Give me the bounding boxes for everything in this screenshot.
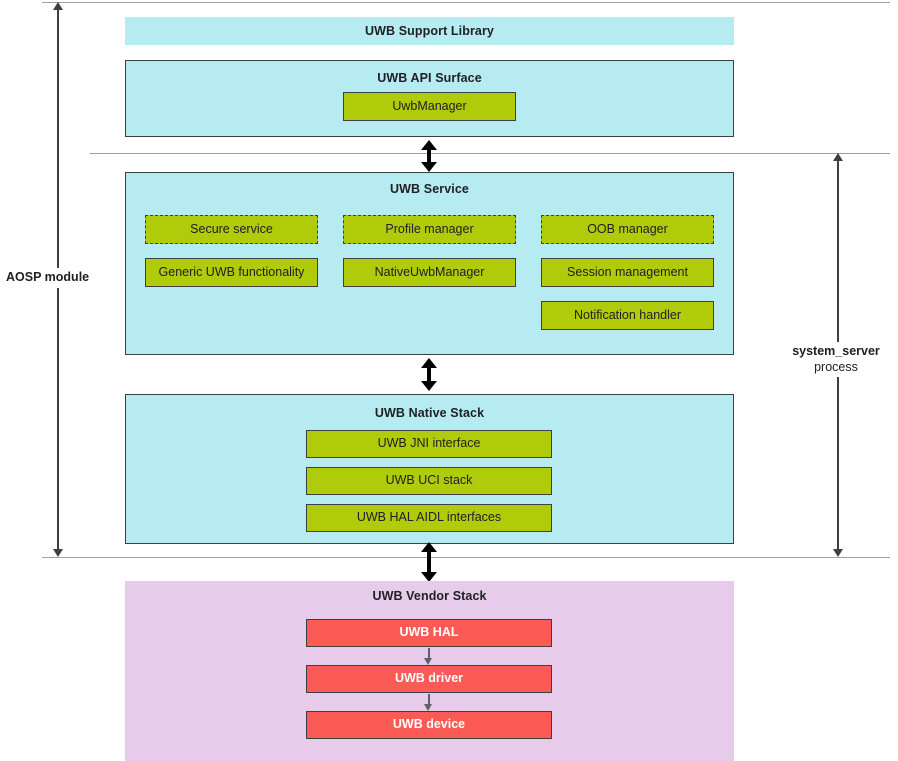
node-uwb-device-label: UWB device [392,717,466,732]
arrow-hal-to-driver [424,648,433,665]
connector-api-to-service-stem [427,149,431,163]
node-notification-handler[interactable]: Notification handler [541,301,714,330]
connector-service-to-native-arrow-down-icon [421,381,437,391]
system-server-bracket-arrow-up-icon [833,153,843,161]
system-server-label-line2: process [814,359,858,374]
node-oob-manager[interactable]: OOB manager [541,215,714,244]
aosp-module-label-text: AOSP module [6,270,90,284]
node-uwb-jni-interface-label: UWB JNI interface [377,436,481,451]
node-uwb-hal-label: UWB HAL [399,625,459,640]
connector-native-to-vendor-stem [427,551,431,573]
bottom-boundary-rule [42,557,890,558]
layer-uwb-support-library-title: UWB Support Library [365,24,494,38]
node-uwb-jni-interface[interactable]: UWB JNI interface [306,430,552,458]
arrow-driver-to-device [424,694,433,711]
connector-service-to-native-stem [427,367,431,382]
node-oob-manager-label: OOB manager [587,221,668,236]
system-server-label-line1: system_server [792,344,880,358]
arrow-driver-to-device-head-icon [424,704,432,711]
layer-uwb-native-stack-title: UWB Native Stack [374,406,485,420]
node-native-uwb-manager[interactable]: NativeUwbManager [343,258,516,287]
top-boundary-rule [42,2,890,3]
node-session-management[interactable]: Session management [541,258,714,287]
node-uwb-manager-label: UwbManager [392,98,467,113]
aosp-bracket-arrow-down-icon [53,549,63,557]
node-generic-uwb-functionality[interactable]: Generic UWB functionality [145,258,318,287]
node-uwb-hal-aidl-interfaces[interactable]: UWB HAL AIDL interfaces [306,504,552,532]
node-secure-service-label: Secure service [190,221,273,236]
connector-native-to-vendor-arrow-down-icon [421,572,437,582]
layer-uwb-vendor-stack-title: UWB Vendor Stack [372,589,487,603]
connector-api-to-service-arrow-up-icon [421,140,437,150]
node-session-management-label: Session management [567,264,688,279]
system-server-label: system_server process [780,342,892,378]
arrow-driver-to-device-stem [427,694,430,705]
node-native-uwb-manager-label: NativeUwbManager [374,264,485,279]
layer-uwb-api-surface-title: UWB API Surface [377,71,482,85]
connector-service-to-native-arrow-up-icon [421,358,437,368]
connector-service-to-native [421,358,437,391]
node-uwb-hal-aidl-interfaces-label: UWB HAL AIDL interfaces [356,510,502,525]
node-profile-manager-label: Profile manager [385,221,474,236]
node-uwb-device[interactable]: UWB device [306,711,552,739]
node-uwb-hal[interactable]: UWB HAL [306,619,552,647]
node-profile-manager[interactable]: Profile manager [343,215,516,244]
connector-native-to-vendor [421,542,437,582]
connector-native-to-vendor-arrow-up-icon [421,542,437,552]
node-uwb-uci-stack[interactable]: UWB UCI stack [306,467,552,495]
layer-uwb-service-title: UWB Service [390,182,469,196]
connector-api-to-service-arrow-down-icon [421,162,437,172]
node-uwb-driver-label: UWB driver [394,671,464,686]
connector-api-to-service [421,140,437,172]
node-uwb-driver[interactable]: UWB driver [306,665,552,693]
node-generic-uwb-functionality-label: Generic UWB functionality [158,264,305,279]
node-secure-service[interactable]: Secure service [145,215,318,244]
system-server-bracket-arrow-down-icon [833,549,843,557]
node-uwb-manager[interactable]: UwbManager [343,92,516,121]
aosp-module-label: AOSP module [6,268,106,288]
aosp-bracket-arrow-up-icon [53,2,63,10]
api-service-boundary-rule [90,153,890,154]
node-notification-handler-label: Notification handler [573,307,681,322]
arrow-hal-to-driver-head-icon [424,658,432,665]
node-uwb-uci-stack-label: UWB UCI stack [385,473,473,488]
layer-uwb-support-library: UWB Support Library [125,17,734,45]
arrow-hal-to-driver-stem [427,648,430,659]
